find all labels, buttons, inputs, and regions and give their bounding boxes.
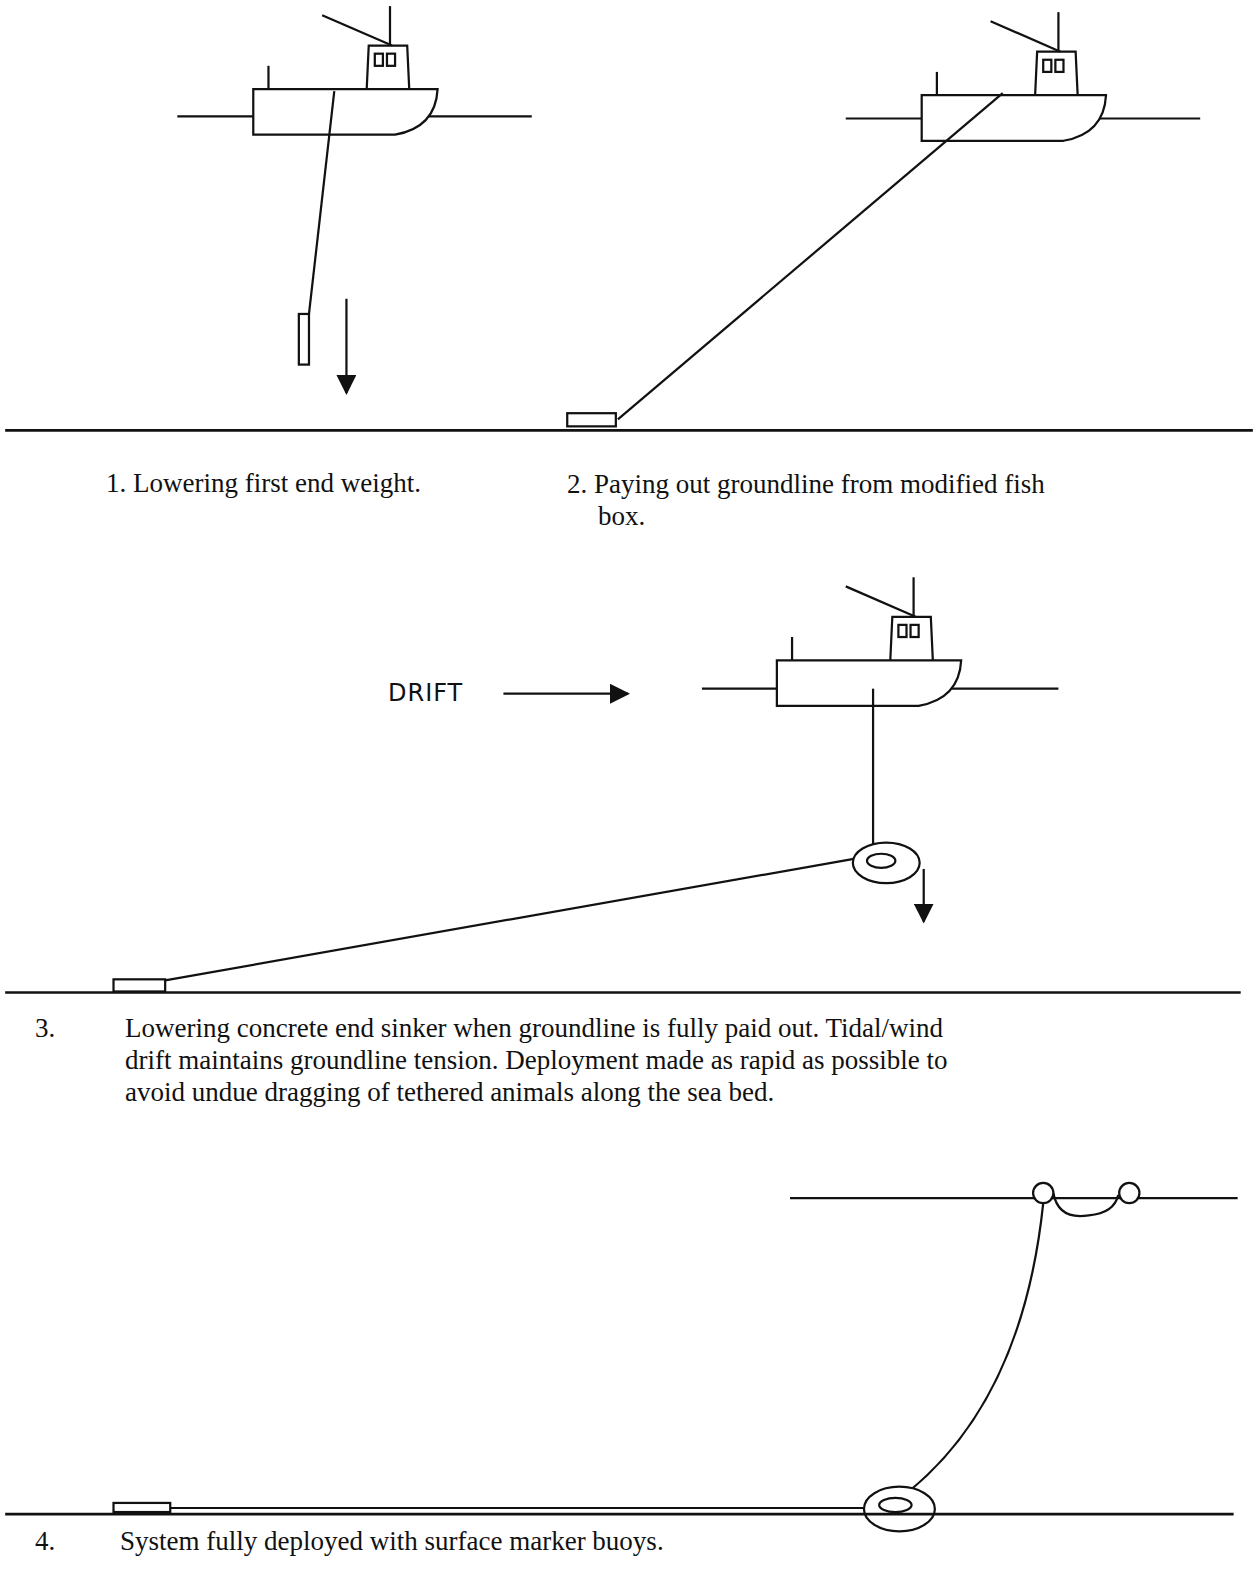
step-number: 4. [35,1526,96,1558]
step-caption: System fully deployed with surface marke… [120,1526,981,1558]
step-number: 3. [35,1013,96,1045]
step-caption: 2. Paying out groundline from modified f… [567,469,1084,533]
drift-label: DRIFT [388,679,499,707]
step-caption: 1. Lowering first end weight. [106,468,431,500]
step-caption: Lowering concrete end sinker when ground… [125,1013,986,1109]
